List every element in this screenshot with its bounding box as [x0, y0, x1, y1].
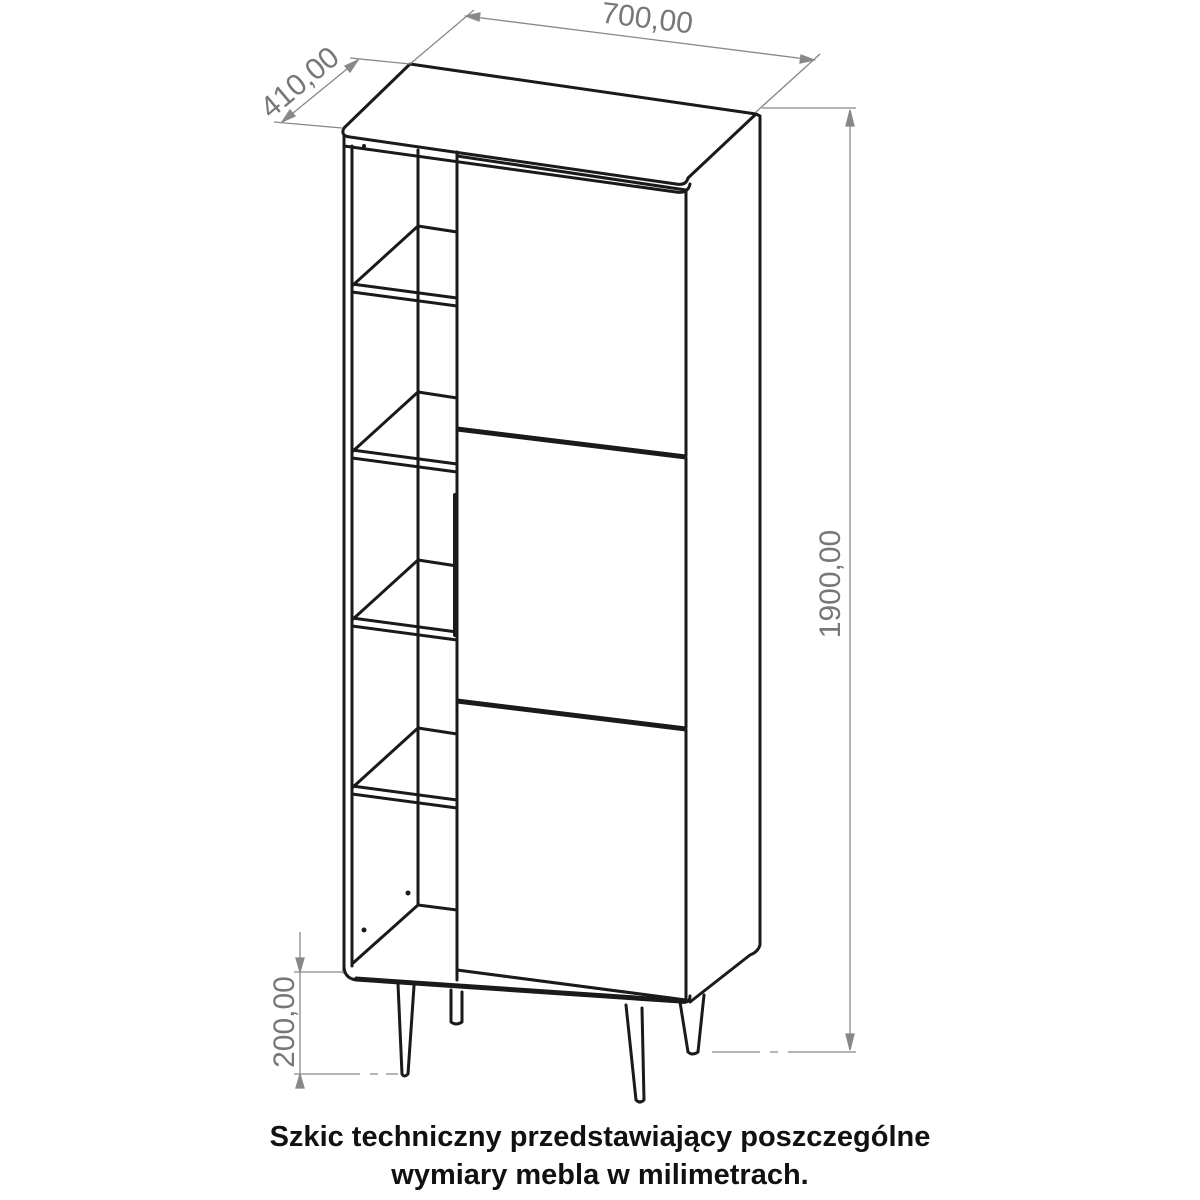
width-extension-left — [409, 9, 475, 65]
leg-height-arrow-bottom — [295, 1071, 305, 1089]
cabinet-left-side — [342, 140, 354, 968]
leg-front-right — [624, 1003, 646, 1104]
height-arrow-bottom — [845, 1033, 855, 1051]
width-arrow-left — [463, 12, 481, 22]
depth-dimension-label: 410,00 — [254, 41, 346, 125]
cabinet-bottom-edge — [342, 964, 682, 1002]
depth-extension-top — [349, 57, 411, 65]
door-top — [455, 154, 688, 458]
depth-arrow-top — [343, 58, 360, 74]
cabinet-top-panel — [341, 62, 758, 186]
shelf-3 — [350, 558, 459, 642]
door-bottom — [455, 700, 688, 1002]
shelf-1 — [350, 224, 459, 308]
cabinet-outline — [341, 62, 762, 1104]
shelf-4 — [350, 726, 459, 810]
height-dimension-label: 1900,00 — [814, 530, 847, 638]
cabinet-right-side — [688, 112, 762, 1004]
cabinet-top-edge — [342, 134, 692, 194]
depth-dimension-line — [281, 59, 359, 123]
width-extension-right — [755, 53, 821, 113]
leg-height-dimension-label: 200,00 — [268, 976, 301, 1068]
height-arrow-top — [845, 109, 855, 127]
depth-arrow-bottom — [280, 108, 297, 124]
depth-extension-bottom — [273, 121, 343, 129]
leg-height-arrow-top — [295, 957, 305, 975]
door-middle — [455, 428, 688, 730]
leg-back-right — [678, 993, 706, 1056]
shelf-2 — [350, 390, 459, 474]
leg-front-left — [396, 982, 416, 1078]
width-dimension-line — [465, 15, 815, 61]
width-arrow-right — [799, 54, 817, 64]
leg-back-left — [449, 988, 464, 1026]
dimension-lines — [273, 9, 856, 1089]
drawing-caption: Szkic techniczny przedstawiający poszcze… — [0, 1118, 1200, 1194]
shelf-pin-holes — [361, 144, 411, 933]
caption-line-1: Szkic techniczny przedstawiający poszcze… — [269, 1121, 931, 1153]
caption-line-2: wymiary mebla w milimetrach. — [391, 1159, 809, 1191]
